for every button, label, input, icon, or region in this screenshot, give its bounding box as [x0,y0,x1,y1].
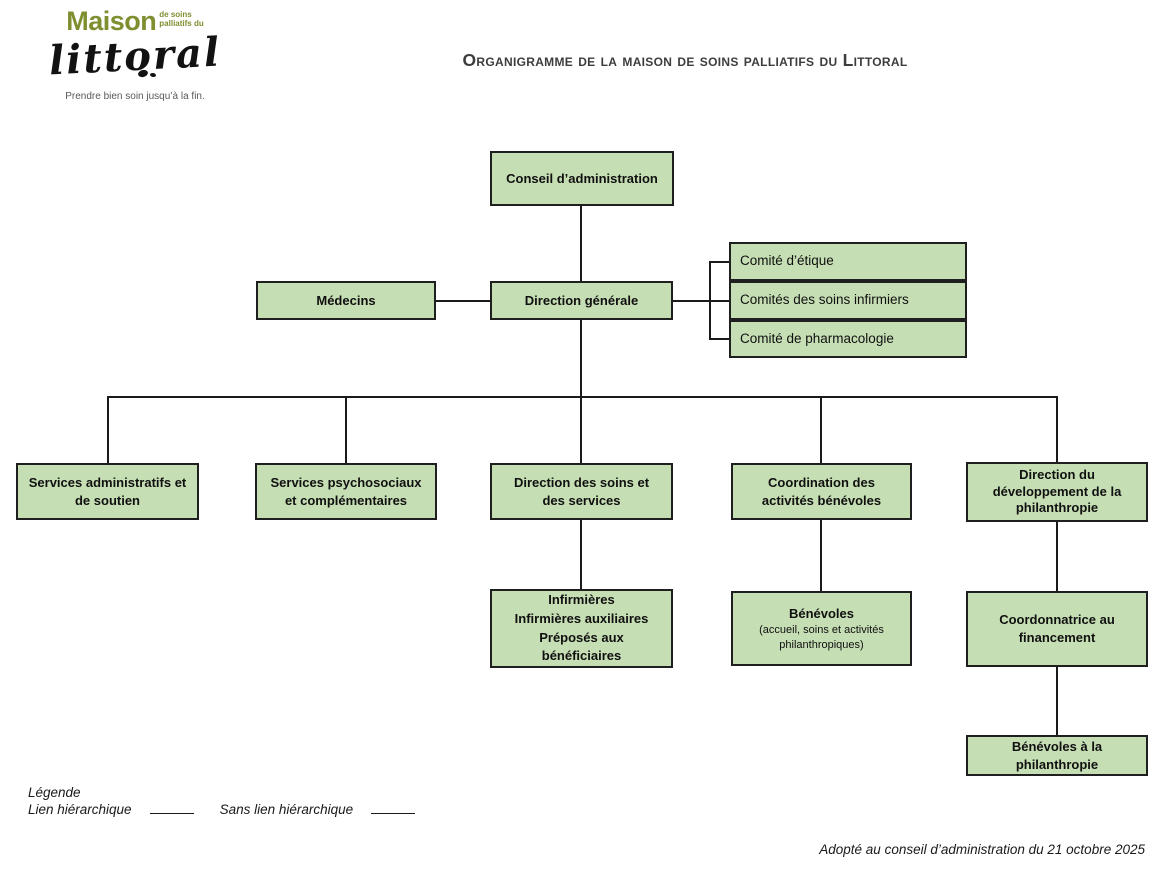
logo-brand-text: Maison [66,6,157,36]
node-direction-soins-services: Direction des soins et des services [490,463,673,520]
connector-philanthropie-coordonnatrice [1056,522,1058,591]
node-label: Services administratifs et de soutien [28,474,187,508]
node-label: Infirmières Infirmières auxiliaires Prép… [514,591,649,664]
node-label: Coordination des activités bénévoles [761,474,882,508]
connector-conseil-direction [580,206,582,281]
logo-script-text: littoral [47,28,223,85]
node-coordonnatrice-financement: Coordonnatrice au financement [966,591,1148,667]
connector-direction-down [580,320,582,397]
node-label: Bénévoles à la philanthropie [1011,738,1103,772]
logo-brand-suffix: de soins palliatifs du [159,10,204,28]
node-label: Direction générale [524,292,639,308]
connector-coordonnatrice-benevoles [1056,667,1058,735]
node-comite-etique: Comité d’étique [729,242,967,281]
connector-comites-bracket [709,261,711,339]
connector-drop-coordination [820,396,822,463]
node-benevoles: Bénévoles (accueil, soins et activités p… [731,591,912,666]
logo-tagline: Prendre bien soin jusqu’à la fin. [65,91,205,102]
node-sublabel: (accueil, soins et activités philanthrop… [759,624,884,651]
node-label: Direction du développement de la philant… [992,466,1122,516]
legend-title: Légende [28,785,81,800]
legend-non-hierarchical-line-sample [371,813,416,814]
legend-hierarchical-label: Lien hiérarchique [28,802,132,817]
legend-hierarchical-line-sample [149,813,194,814]
adoption-note: Adopté au conseil d’administration du 21… [819,842,1145,857]
node-conseil-administration: Conseil d’administration [490,151,674,206]
node-label: Comité d’étique [740,253,834,269]
connector-drop-direction-philanthropie [1056,396,1058,462]
node-label: Comité de pharmacologie [740,330,894,346]
page-title: Organigramme de la maison de soins palli… [462,50,908,70]
node-comites-soins-infirmiers: Comités des soins infirmiers [729,281,967,320]
node-infirmieres: Infirmières Infirmières auxiliaires Prép… [490,589,673,668]
connector-comite-pharmacologie [709,338,729,340]
connector-drop-services-psychosociaux [345,396,347,463]
connector-comite-etique [709,261,729,263]
node-benevoles-philanthropie: Bénévoles à la philanthropie [966,735,1148,776]
node-label: Services psychosociaux et complémentaire… [270,474,422,508]
connector-soins-infirmieres [580,520,582,589]
node-label: Comités des soins infirmiers [740,292,909,308]
node-direction-developpement-philanthropie: Direction du développement de la philant… [966,462,1148,522]
node-medecins: Médecins [256,281,436,320]
connector-direction-comites [673,300,729,302]
node-label: Médecins [316,292,376,308]
node-label: Bénévoles [788,605,855,621]
node-services-psychosociaux: Services psychosociaux et complémentaire… [255,463,437,520]
logo: Maison de soins palliatifs du littoral P… [30,8,240,103]
connector-drop-services-administratifs [107,396,109,463]
node-label: Coordonnatrice au financement [999,612,1115,645]
node-coordination-activites-benevoles: Coordination des activités bénévoles [731,463,912,520]
node-services-administratifs: Services administratifs et de soutien [16,463,199,520]
node-label: Direction des soins et des services [513,474,650,508]
connector-medecins-direction [436,300,490,302]
connector-drop-direction-soins [580,396,582,463]
logo-wordmark: Maison de soins palliatifs du [30,8,240,35]
node-comite-pharmacologie: Comité de pharmacologie [729,320,967,358]
node-direction-generale: Direction générale [490,281,673,320]
connector-main-horizontal [107,396,1057,398]
legend-non-hierarchical-label: Sans lien hiérarchique [219,802,354,817]
legend: Légende Lien hiérarchique Sans lien hiér… [28,785,416,817]
node-label: Conseil d’administration [506,170,658,186]
connector-coordination-benevoles [820,520,822,591]
